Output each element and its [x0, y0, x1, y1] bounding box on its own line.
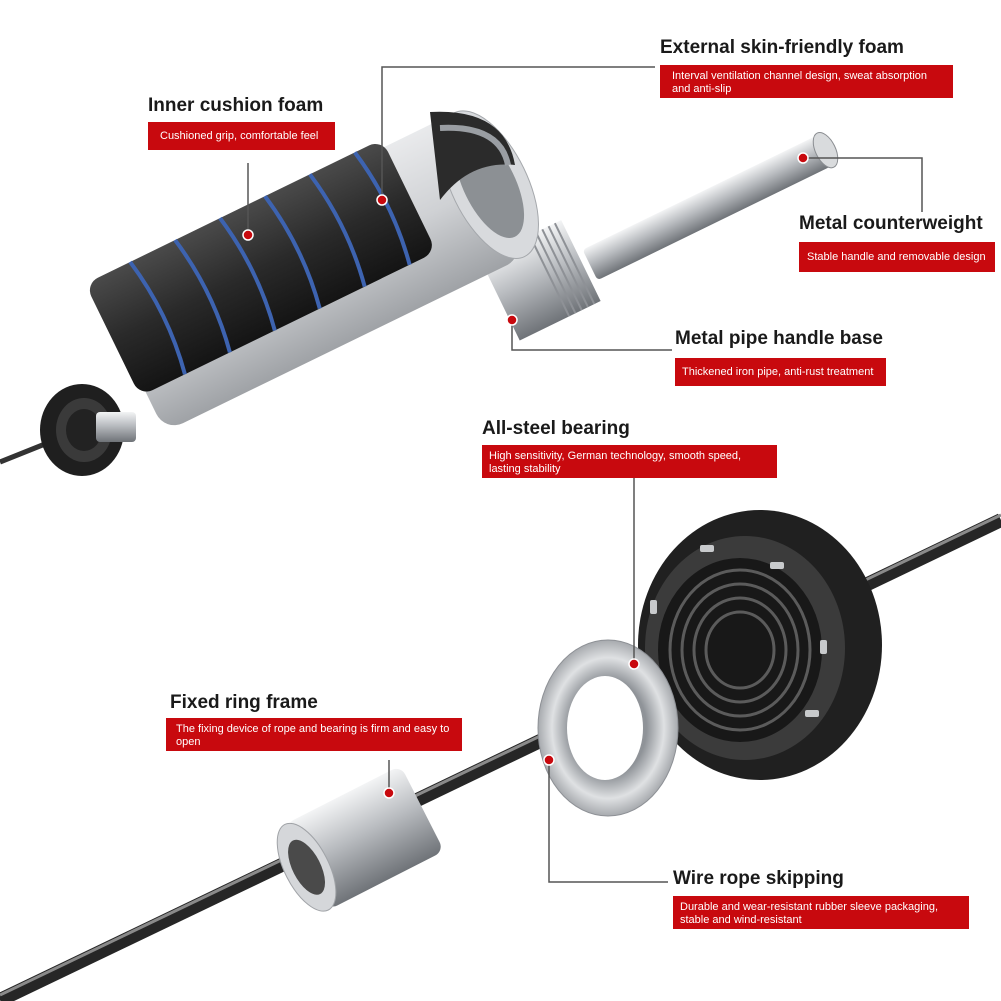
bearing-desc: High sensitivity, German technology, smo…: [482, 445, 777, 478]
wire-rope-desc: Durable and wear-resistant rubber sleeve…: [673, 896, 969, 929]
wire-rope-title: Wire rope skipping: [673, 868, 844, 889]
pipe-base-title: Metal pipe handle base: [675, 328, 883, 349]
ring-frame-title: Fixed ring frame: [170, 692, 318, 713]
callout-counterweight: Metal counterweight Stable handle and re…: [799, 213, 995, 272]
counterweight-desc: Stable handle and removable design: [799, 242, 995, 272]
callout-external-foam: External skin-friendly foam Interval ven…: [660, 37, 953, 98]
callout-wire-rope: Wire rope skipping Durable and wear-resi…: [673, 868, 969, 929]
callout-ring-frame: Fixed ring frame The fixing device of ro…: [166, 692, 462, 751]
callout-bearing: All-steel bearing High sensitivity, Germ…: [482, 418, 777, 478]
external-foam-desc: Interval ventilation channel design, swe…: [660, 65, 953, 98]
large-bearing: [638, 510, 882, 780]
bearing-title: All-steel bearing: [482, 418, 630, 439]
small-bearing: [40, 384, 136, 476]
washer: [537, 639, 679, 817]
ring-frame-desc: The fixing device of rope and bearing is…: [166, 718, 462, 751]
callout-pipe-base: Metal pipe handle base Thickened iron pi…: [675, 328, 886, 386]
inner-foam-title: Inner cushion foam: [148, 95, 324, 116]
counterweight-title: Metal counterweight: [799, 213, 983, 234]
callout-inner-foam: Inner cushion foam Cushioned grip, comfo…: [148, 95, 335, 150]
leader-dots: [242, 152, 809, 799]
ring-frame: [276, 768, 441, 912]
pipe-base-desc: Thickened iron pipe, anti-rust treatment: [675, 358, 886, 386]
leader-lines: [247, 66, 923, 883]
handle-assembly: [89, 110, 839, 426]
external-foam-title: External skin-friendly foam: [660, 37, 904, 58]
inner-foam-desc: Cushioned grip, comfortable feel: [148, 122, 335, 150]
